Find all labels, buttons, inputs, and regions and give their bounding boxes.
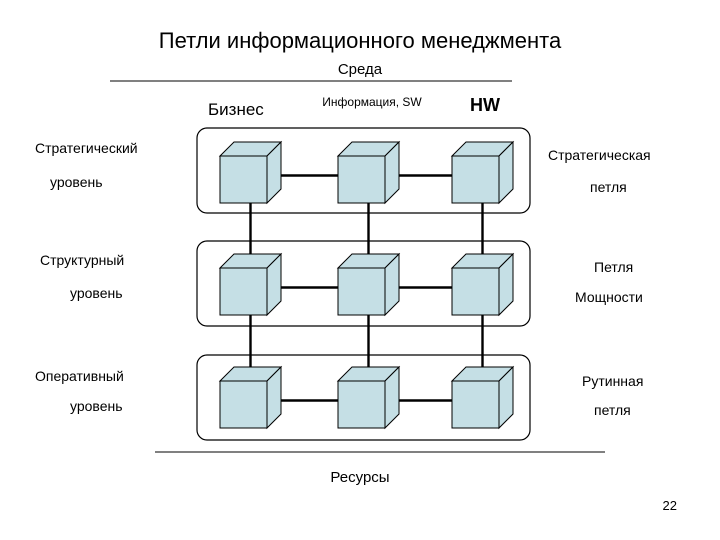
page-number: 22: [662, 498, 677, 513]
column-header-information: Информация, SW: [322, 95, 422, 109]
cube-r3-c2-front-face: [337, 380, 386, 429]
operational-loop-box: [196, 354, 531, 441]
level-label-structural-suffix: уровень: [70, 285, 123, 301]
cube-r3-c1-front-face: [219, 380, 268, 429]
loop-label-routine: Рутинная: [582, 373, 644, 389]
structural-loop-box: [196, 240, 531, 327]
loop-label-strategic-suffix: петля: [590, 179, 627, 195]
cube-r1-c1-front-face: [219, 155, 268, 204]
loop-label-strategic: Стратегическая: [548, 147, 651, 163]
loop-label-routine-suffix: петля: [594, 402, 631, 418]
cube-r3-c3-front-face: [451, 380, 500, 429]
loop-label-capacity: Петля: [594, 259, 634, 275]
cube-r1-c3-front-face: [451, 155, 500, 204]
cube-r2-c2-front-face: [337, 267, 386, 316]
column-header-hw: HW: [470, 95, 500, 115]
environment-label: Среда: [337, 61, 383, 78]
strategic-loop-box: [196, 127, 531, 214]
level-label-strategic-suffix: уровень: [50, 174, 103, 190]
column-header-business: Бизнес: [208, 100, 264, 119]
loop-label-capacity-suffix: Мощности: [575, 289, 643, 305]
page-title: Петли информационного менеджмента: [158, 28, 562, 53]
level-label-operational-suffix: уровень: [70, 398, 123, 414]
resources-label: Ресурсы: [330, 469, 390, 486]
cube-r1-c2-front-face: [337, 155, 386, 204]
level-label-strategic: Стратегический: [35, 140, 138, 156]
level-label-operational: Оперативный: [35, 368, 124, 384]
cube-r2-c3-front-face: [451, 267, 500, 316]
level-label-structural: Структурный: [40, 252, 125, 268]
cube-r2-c1-front-face: [219, 267, 268, 316]
